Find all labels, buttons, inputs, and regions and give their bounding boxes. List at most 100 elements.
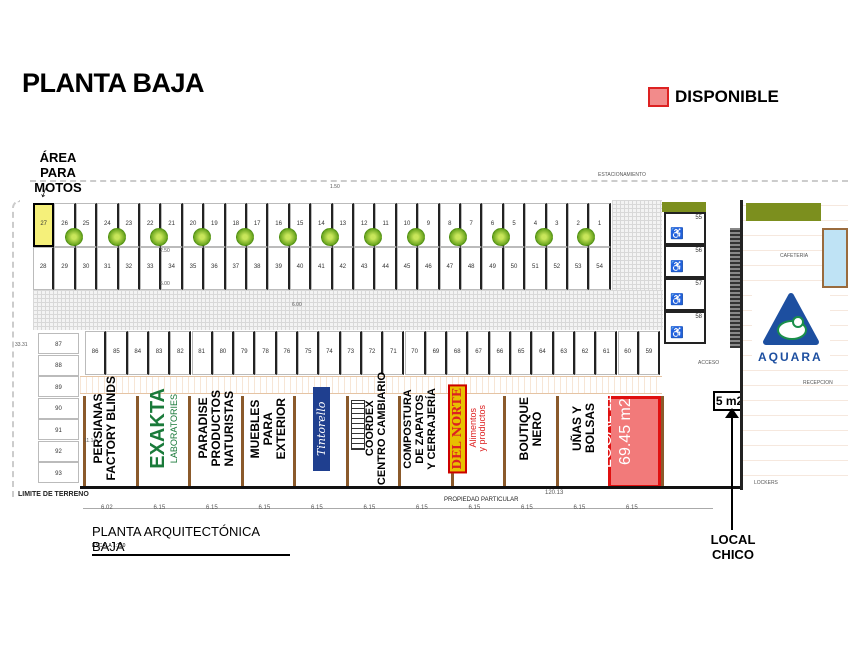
parking-spot-number: 70 <box>411 348 418 355</box>
parking-spot: 43 <box>354 247 376 290</box>
parking-spot: 42 <box>332 247 354 290</box>
dimension-label: 6.15 <box>416 505 428 511</box>
parking-spot: 48 <box>461 247 483 290</box>
parking-spot-number: 90 <box>55 406 62 413</box>
store-label: COORDEX CENTRO CAMBIARIO <box>363 371 388 486</box>
tree-icon <box>235 228 254 246</box>
store-label: PARADISE PRODUCTOS NATURISTAS <box>195 390 236 467</box>
dimension-label: 6.00 <box>292 302 302 308</box>
store[interactable]: UÑAS Y BOLSAS <box>555 396 609 488</box>
parking-spot-number: 79 <box>240 348 248 355</box>
dimension-label: 1.50 <box>330 184 340 190</box>
wheelchair-icon: ♿ <box>670 294 684 306</box>
dimension-label: 6.15 <box>311 505 323 511</box>
stairs-icon <box>350 400 365 450</box>
tree-icon <box>278 228 297 246</box>
parking-spot-number: 19 <box>211 220 218 227</box>
parking-spot: 45 <box>396 247 419 290</box>
parking-spot-number: 50 <box>510 264 518 271</box>
parking-spot: 27 <box>33 203 55 247</box>
parking-spot-number: 60 <box>624 348 631 355</box>
store[interactable]: COORDEX CENTRO CAMBIARIO <box>345 372 399 488</box>
tree-icon <box>150 228 169 246</box>
parking-spot-number: 48 <box>467 264 475 271</box>
parking-spot: 47 <box>439 247 461 290</box>
parking-spot-number: 93 <box>55 470 62 477</box>
store-label: MUEBLES PARA EXTERIOR <box>248 397 288 460</box>
parking-spot-number: 32 <box>125 264 133 271</box>
store-label: UÑAS Y BOLSAS <box>569 403 597 454</box>
dimension-label: 2.50 <box>160 248 170 254</box>
parking-spot: 78 <box>255 331 277 375</box>
parking-spot-number: 89 <box>55 384 62 391</box>
parking-spot: 49 <box>482 247 504 290</box>
store-label: LOCAL 11 69.45 m2 <box>597 395 634 468</box>
dimension-label: 6.15 <box>521 505 533 511</box>
motos-area-label: ÁREA PARA MOTOS <box>34 150 82 195</box>
aquara-logo: AQUARA <box>752 290 830 366</box>
store[interactable]: MUEBLES PARA EXTERIOR <box>240 396 294 488</box>
store-label-box: COMPOSTURA DE ZAPATOS Y CERRAJERÍA <box>401 362 451 495</box>
callout-arrowhead-icon <box>725 408 739 418</box>
parking-spot: 76 <box>276 331 298 375</box>
parking-spot: 29 <box>54 247 76 290</box>
parking-spot-number: 10 <box>403 220 411 227</box>
cafeteria-label: CAFETERIA <box>780 253 809 259</box>
store-label-group: COORDEX CENTRO CAMBIARIO <box>364 372 400 485</box>
parking-spot-number: 28 <box>39 264 47 271</box>
walkway <box>80 376 662 394</box>
parking-spot-number: 88 <box>55 363 62 370</box>
store[interactable]: PERSIANAS FACTORY BLINDS <box>83 376 136 488</box>
parking-spot-number: 24 <box>104 220 111 227</box>
store-label-group: UÑAS Y BOLSAS <box>569 403 597 454</box>
dimension-line <box>83 508 713 509</box>
wheelchair-icon: ♿ <box>670 327 684 339</box>
parking-spot-number: 18 <box>232 220 240 227</box>
parking-spot-number: 13 <box>339 220 347 227</box>
pool <box>822 228 848 288</box>
boundary-label: LIMITE DE TERRENO <box>18 491 89 498</box>
store[interactable]: Tintorello <box>293 386 346 488</box>
parking-spot: 70 <box>404 331 426 375</box>
parking-spot: 79 <box>234 331 256 375</box>
parking-spot: 28 <box>33 247 55 290</box>
parking-spot-number: 26 <box>61 220 68 227</box>
green-strip <box>662 202 706 212</box>
parking-spot: 65 <box>511 331 533 375</box>
store-available[interactable]: LOCAL 11 69.45 m2 <box>598 395 661 488</box>
parking-spot-number: 71 <box>389 348 397 355</box>
parking-spot-number: 25 <box>82 220 90 227</box>
accessible-parking-spot: 55♿ <box>664 212 706 245</box>
store[interactable]: COMPOSTURA DE ZAPATOS Y CERRAJERÍA <box>398 388 451 488</box>
parking-spot-number: 34 <box>168 264 175 271</box>
parking-spot: 62 <box>574 331 597 375</box>
store[interactable]: PARADISE PRODUCTOS NATURISTAS <box>188 390 241 488</box>
store-label-box: PERSIANAS FACTORY BLINDS <box>86 362 136 495</box>
parking-spot-number: 1 <box>597 220 602 227</box>
parking-spot-number: 57 <box>695 281 702 287</box>
parking-spot-number: 9 <box>426 220 431 227</box>
store-label-box: MUEBLES PARA EXTERIOR <box>244 362 294 495</box>
five-m2-local: 5 m2 <box>713 391 746 411</box>
parking-spot: 86 <box>85 331 107 375</box>
store-sublabel: LABORATORIES <box>169 393 179 464</box>
store-label: EXAKTA <box>147 388 169 469</box>
parking-spot-number: 74 <box>326 348 333 355</box>
storefront-line <box>80 486 848 489</box>
store[interactable]: BOUTIQUE NERO <box>503 396 556 488</box>
parking-spot-number: 76 <box>283 348 291 355</box>
parking-spot: 51 <box>525 247 547 290</box>
parking-spot: 41 <box>311 247 333 290</box>
dimension-label: 6.15 <box>626 505 638 511</box>
parking-spot: 84 <box>127 331 149 375</box>
parking-spot-number: 15 <box>296 220 304 227</box>
parking-spot: 61 <box>596 331 618 375</box>
store-label: PERSIANAS FACTORY BLINDS <box>90 376 118 481</box>
parking-spot-number: 87 <box>55 341 62 348</box>
store-label-group: MUEBLES PARA EXTERIOR <box>248 397 288 460</box>
parking-spot-number: 68 <box>453 348 461 355</box>
